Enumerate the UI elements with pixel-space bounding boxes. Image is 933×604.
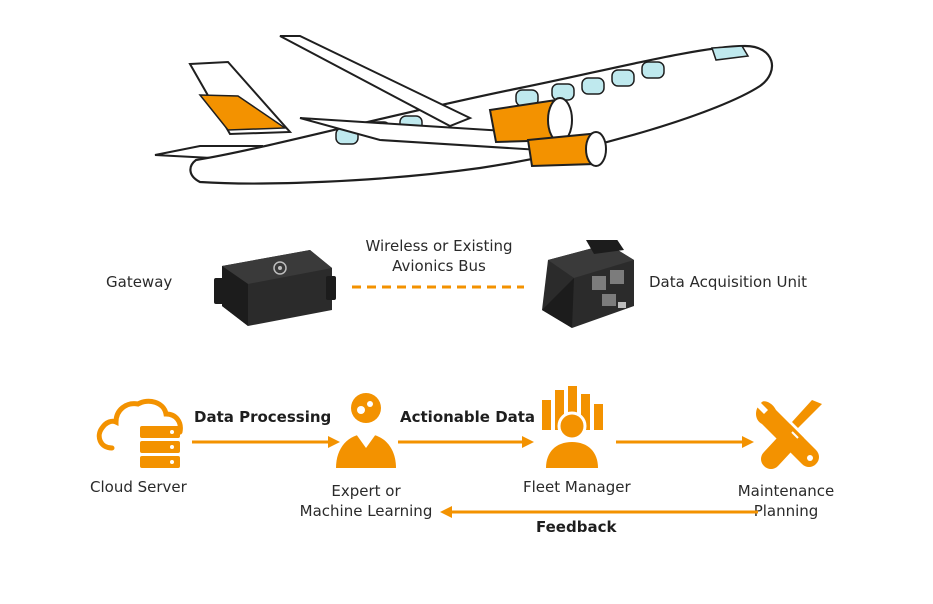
expert-label-line1: Expert or (331, 482, 401, 500)
airplane-illustration (154, 35, 773, 185)
gateway-label: Gateway (106, 273, 173, 291)
expert-label-line2: Machine Learning (299, 502, 433, 520)
bus-dashed-connector (352, 285, 524, 289)
data-processing-label: Data Processing (194, 408, 332, 426)
maint-label-line2: Planning (753, 502, 819, 520)
fleet-manager-icon (542, 386, 603, 468)
cloud-server-icon (96, 398, 183, 468)
bus-label-line1: Wireless or Existing (365, 237, 513, 255)
dau-device-icon (542, 240, 634, 328)
expert-gear-person-icon (336, 393, 396, 468)
dau-label: Data Acquisition Unit (649, 273, 808, 291)
gateway-device-icon (214, 250, 336, 326)
maint-label-line1: Maintenance (737, 482, 835, 500)
data-processing-arrow (192, 436, 340, 448)
actionable-data-arrow (398, 436, 534, 448)
feedback-arrow (440, 506, 758, 518)
fleet-to-maint-arrow (616, 436, 754, 448)
wrench-screwdriver-icon (756, 400, 822, 469)
bus-label-line2: Avionics Bus (392, 257, 486, 275)
actionable-data-label: Actionable Data (400, 408, 536, 426)
cloud-server-label: Cloud Server (90, 478, 187, 496)
feedback-label: Feedback (536, 518, 617, 536)
fleet-manager-label: Fleet Manager (523, 478, 631, 496)
